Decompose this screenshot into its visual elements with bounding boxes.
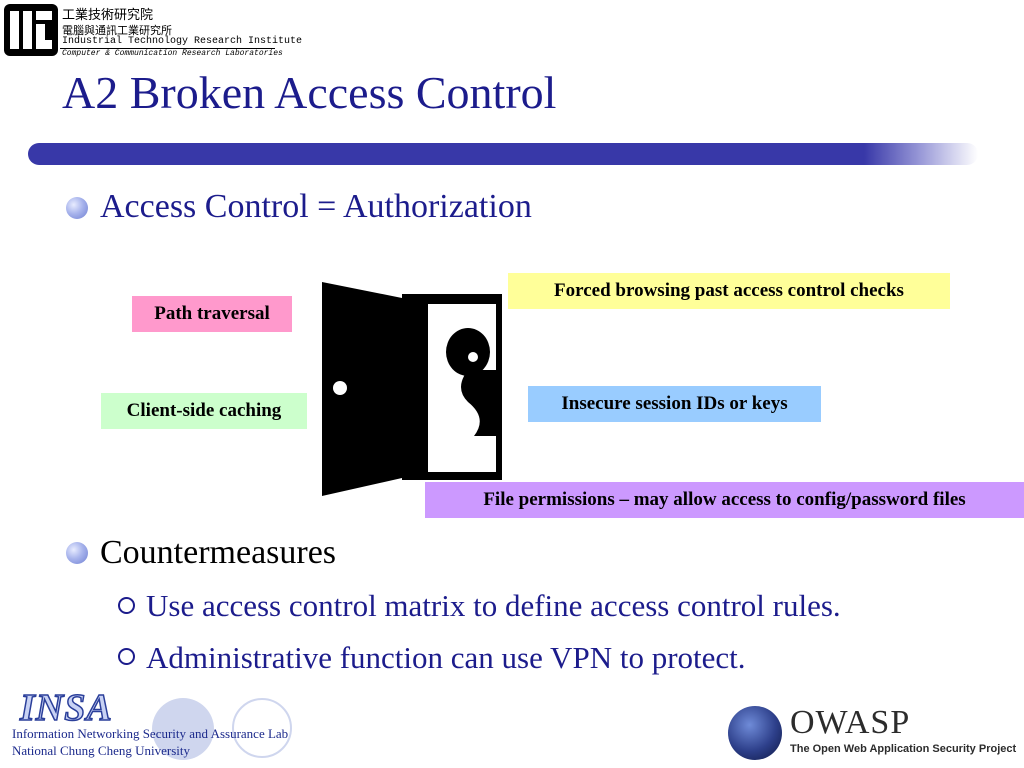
slide-title: A2 Broken Access Control bbox=[62, 67, 557, 118]
footer-university: National Chung Cheng University bbox=[12, 743, 191, 758]
sub-bullet-circle-icon bbox=[118, 597, 135, 614]
owasp-name: OWASP bbox=[790, 704, 911, 741]
footer-lab-name: Information Networking Security and Assu… bbox=[12, 726, 289, 741]
itri-logo-icon bbox=[4, 4, 58, 56]
org-name-zh: 工業技術研究院 bbox=[62, 8, 154, 23]
open-door-icon bbox=[322, 282, 502, 496]
bullet-access-control: Access Control = Authorization bbox=[100, 188, 532, 225]
label-path-traversal: Path traversal bbox=[132, 296, 292, 332]
owasp-tagline: The Open Web Application Security Projec… bbox=[790, 743, 1017, 755]
label-insecure-session: Insecure session IDs or keys bbox=[528, 386, 821, 422]
header-divider bbox=[60, 48, 275, 49]
org-name-en: Industrial Technology Research Institute bbox=[62, 36, 303, 47]
sub-bullet-matrix: Use access control matrix to define acce… bbox=[146, 588, 841, 623]
label-forced-browsing: Forced browsing past access control chec… bbox=[508, 273, 950, 309]
owasp-logo-icon bbox=[728, 706, 782, 760]
decor-circle-filled-icon bbox=[152, 698, 214, 760]
insa-logo: INSA bbox=[19, 686, 113, 730]
sub-bullet-vpn: Administrative function can use VPN to p… bbox=[146, 640, 746, 675]
lab-name-zh: 電腦與通訊工業研究所 bbox=[62, 24, 172, 37]
label-client-caching: Client-side caching bbox=[101, 393, 307, 429]
title-underline-bar bbox=[28, 143, 978, 165]
bullet-dot-icon bbox=[66, 542, 88, 564]
lab-name-en: Computer & Communication Research Labora… bbox=[62, 49, 283, 58]
label-file-permissions: File permissions – may allow access to c… bbox=[425, 482, 1024, 518]
bullet-dot-icon bbox=[66, 197, 88, 219]
decor-circle-outline-icon bbox=[232, 698, 292, 758]
bullet-countermeasures: Countermeasures bbox=[100, 534, 337, 571]
sub-bullet-circle-icon bbox=[118, 648, 135, 665]
